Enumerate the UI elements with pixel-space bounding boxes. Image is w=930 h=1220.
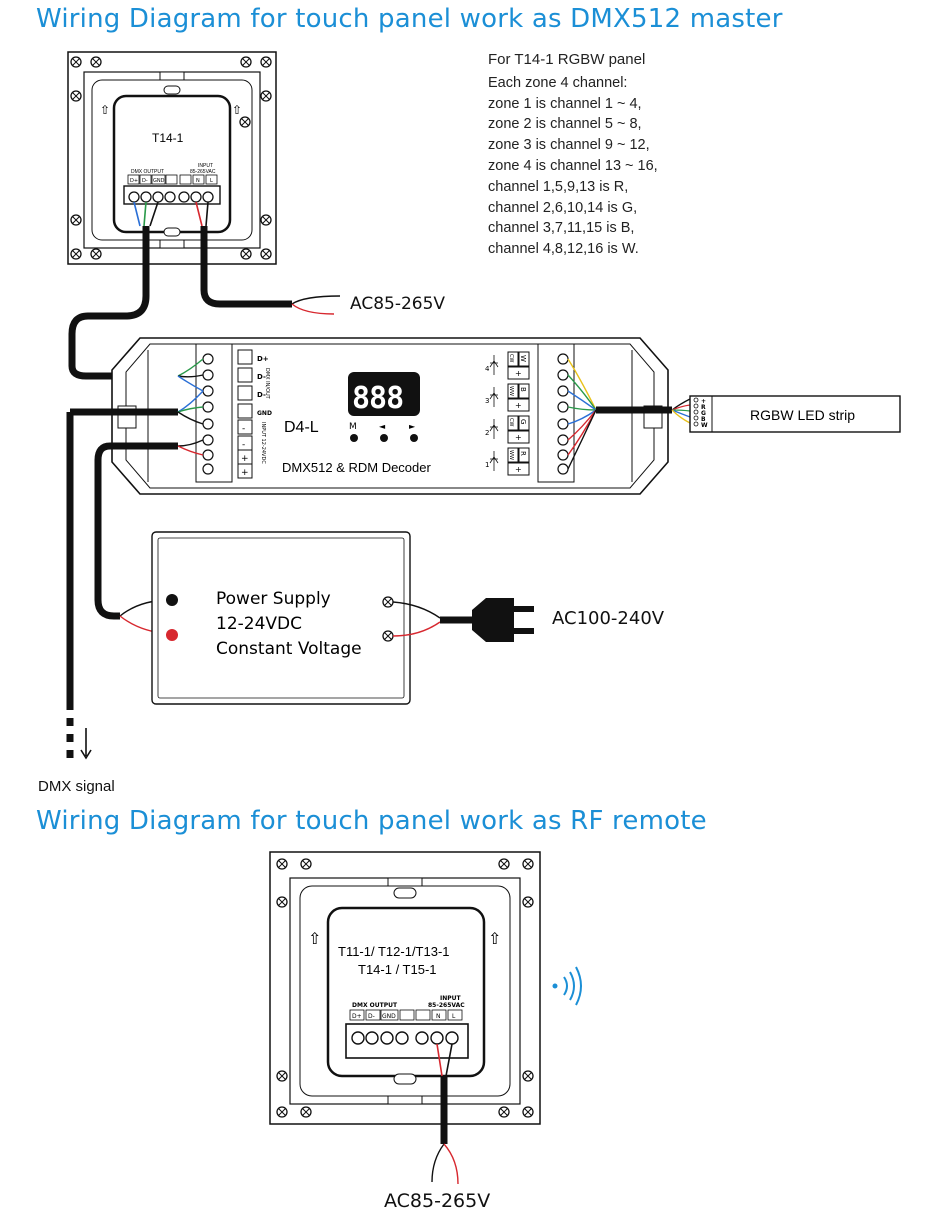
panel1-term-n: N — [196, 178, 200, 184]
panel2-name-line1: T11-1/ T12-1/T13-1 — [338, 944, 450, 959]
decoder-power-label: INPUT 12-24VDC — [260, 422, 266, 464]
channel-4-num: 4 — [485, 365, 490, 373]
up-arrow-icon: ⇧ — [232, 103, 242, 117]
channel-2-ch: G — [519, 419, 527, 424]
panel1-input-label: INPUT — [198, 163, 213, 169]
panel1-term-dplus: D+ — [130, 178, 138, 184]
decoder-power-term-3: + — [241, 454, 249, 464]
dmx-signal-label: DMX signal — [38, 778, 115, 795]
panel1-name: T14-1 — [152, 131, 184, 145]
panel2-term-dminus: D- — [368, 1013, 375, 1020]
up-arrow-icon: ⇧ — [308, 929, 321, 948]
notes-line: channel 2,6,10,14 is G, — [488, 199, 638, 216]
panel2-input-label: INPUT — [440, 995, 462, 1002]
panel1-dmx-cable — [68, 201, 178, 380]
title-master: Wiring Diagram for touch panel work as D… — [36, 4, 783, 34]
notes-line: channel 4,8,12,16 is W. — [488, 241, 639, 258]
strip-pin-plus: + — [701, 398, 706, 405]
decoder-input-wires — [66, 358, 204, 760]
channel-2-type: CW — [508, 418, 514, 426]
channel-notes: For T14-1 RGBW panel Each zone 4 channel… — [488, 50, 658, 260]
panel-rf: ⇧ ⇧ — [269, 851, 541, 1125]
decoder-button-right: ► — [409, 422, 416, 431]
panel2-name-line2: T14-1 / T15-1 — [358, 962, 437, 977]
power-supply — [151, 531, 411, 705]
strip-label: RGBW LED strip — [750, 407, 855, 423]
up-arrow-icon: ⇧ — [100, 103, 110, 117]
notes-line: zone 1 is channel 1 ~ 4, — [488, 95, 642, 112]
up-arrow-icon: ⇧ — [488, 929, 501, 948]
decoder-button-m: M — [349, 422, 357, 432]
channel-2-num: 2 — [485, 429, 489, 437]
channel-4-ch: W — [519, 355, 527, 362]
psu-line1: Power Supply — [216, 589, 331, 609]
panel2-input-voltage: 85-265VAC — [428, 1002, 465, 1009]
channel-4-type: CW — [508, 354, 514, 362]
decoder-power-term-1: - — [242, 424, 245, 434]
title-rf: Wiring Diagram for touch panel work as R… — [36, 806, 707, 836]
channel-1-plus: + — [515, 465, 522, 474]
notes-heading: For T14-1 RGBW panel — [488, 51, 646, 68]
strip-pin-b: B — [701, 416, 706, 423]
psu-ac-cable — [392, 601, 474, 637]
decoder-power-term-4: + — [241, 468, 249, 478]
ac-panel-label: AC85-265V — [350, 294, 446, 314]
notes-line: zone 4 is channel 13 ~ 16, — [488, 157, 658, 174]
strip-pin-w: W — [701, 422, 708, 429]
panel-t14-1: ⇧ ⇧ — [67, 51, 277, 265]
decoder-subtitle: DMX512 & RDM Decoder — [282, 460, 431, 475]
notes-line: channel 1,5,9,13 is R, — [488, 178, 629, 195]
panel1-dmx-output-label: DMX OUTPUT — [131, 169, 164, 175]
decoder-dmx-term-2: D- — [257, 373, 266, 381]
decoder-button-left: ◄ — [379, 422, 386, 431]
panel2-term-dplus: D+ — [352, 1013, 362, 1020]
panel2-term-n: N — [436, 1013, 441, 1020]
decoder-output-wires — [567, 358, 691, 470]
decoder-dmx-term-1: D+ — [257, 355, 269, 363]
notes-line: channel 3,7,11,15 is B, — [488, 220, 635, 237]
notes-line: zone 2 is channel 5 ~ 8, — [488, 116, 642, 133]
decoder-power-term-2: - — [242, 440, 245, 450]
strip-pin-r: R — [701, 404, 706, 411]
decoder-display: 888 — [352, 381, 403, 416]
panel2-term-gnd: GND — [382, 1013, 396, 1020]
panel2-ac-cable — [431, 1043, 459, 1185]
wireless-signal-icon — [552, 966, 582, 1006]
decoder-dmx-term-3: D- — [257, 391, 266, 399]
decoder-name: D4-L — [284, 419, 319, 436]
decoder-d4-l — [111, 337, 669, 495]
panel2-term-l: L — [452, 1013, 456, 1020]
panel2-dmx-output-label: DMX OUTPUT — [352, 1002, 398, 1009]
panel1-input-voltage: 85-265VAC — [190, 169, 216, 175]
psu-line3: Constant Voltage — [216, 639, 362, 659]
channel-4-plus: + — [515, 369, 522, 378]
decoder-dmx-label: DMX IN/OUT — [264, 368, 270, 400]
decoder-dmx-term-4: GND — [257, 410, 272, 417]
channel-3-plus: + — [515, 401, 522, 410]
channel-3-type: WW — [508, 386, 514, 396]
psu-line2: 12-24VDC — [216, 614, 302, 634]
panel1-ac-cable — [195, 201, 341, 315]
panel1-term-gnd: GND — [153, 178, 165, 184]
panel1-term-dminus: D- — [142, 178, 148, 184]
channel-3-ch: B — [519, 387, 527, 392]
ac-psu-label: AC100-240V — [552, 608, 665, 629]
notes-line: zone 3 is channel 9 ~ 12, — [488, 137, 650, 154]
panel1-term-l: L — [210, 178, 213, 184]
channel-2-plus: + — [515, 433, 522, 442]
ac-plug-icon — [472, 598, 534, 642]
channel-1-ch: R — [519, 451, 527, 456]
strip-pin-g: G — [701, 410, 706, 417]
channel-1-num: 1 — [485, 461, 489, 469]
channel-3-num: 3 — [485, 397, 489, 405]
rgbw-led-strip — [689, 395, 901, 433]
ac-panel2-label: AC85-265V — [384, 1190, 491, 1212]
channel-1-type: WW — [508, 450, 514, 460]
notes-line: Each zone 4 channel: — [488, 74, 628, 91]
